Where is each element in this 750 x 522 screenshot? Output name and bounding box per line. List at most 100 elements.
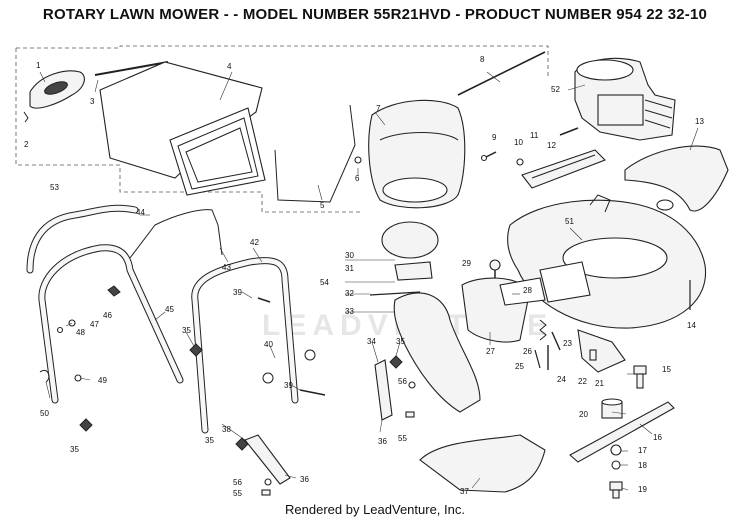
- part-38-bracket[interactable]: [244, 434, 291, 485]
- callout-48: 48: [76, 328, 85, 337]
- callout-45: 45: [165, 305, 174, 314]
- part-39-bolt-b[interactable]: [299, 389, 326, 396]
- callout-47: 47: [90, 320, 99, 329]
- callout-21: 21: [595, 379, 604, 388]
- callout-12: 12: [547, 141, 556, 150]
- part-12-plate[interactable]: [521, 149, 606, 189]
- part-17-washer[interactable]: [610, 444, 622, 456]
- callout-38: 38: [222, 425, 231, 434]
- callout-28: 28: [523, 286, 532, 295]
- leader-51: [569, 227, 583, 241]
- part-7-cover[interactable]: [368, 99, 466, 209]
- callout-44: 44: [136, 208, 145, 217]
- footer-credit: Rendered by LeadVenture, Inc.: [285, 502, 465, 517]
- part-56-washer-a[interactable]: [264, 478, 272, 486]
- part-16-blade[interactable]: [569, 401, 675, 463]
- part-29-knob[interactable]: [489, 259, 501, 278]
- part-30-cap[interactable]: [381, 221, 439, 259]
- callout-labels: 1 2 3 4 5 6 7 8 9 10 11 12 13 14 15 16 1…: [24, 55, 704, 498]
- part-34-bracket[interactable]: [374, 359, 393, 421]
- grass-catcher-outline: [15, 45, 549, 213]
- callout-6: 6: [355, 174, 360, 183]
- part-45-lower-handle[interactable]: [38, 244, 184, 404]
- callout-40: 40: [264, 340, 273, 349]
- part-43-control-bail[interactable]: [129, 209, 223, 259]
- part-39-bolt-a[interactable]: [257, 297, 271, 303]
- part-4-grass-bag[interactable]: [99, 61, 266, 196]
- callout-35-c: 35: [205, 436, 214, 445]
- callout-29: 29: [462, 259, 471, 268]
- part-46-knob[interactable]: [107, 285, 121, 297]
- callout-26: 26: [523, 347, 532, 356]
- callout-36-a: 36: [300, 475, 309, 484]
- callout-31: 31: [345, 264, 354, 273]
- callout-50: 50: [40, 409, 49, 418]
- part-1-catcher-grip[interactable]: [29, 70, 85, 109]
- part-11-bolt[interactable]: [559, 127, 579, 136]
- callout-5: 5: [320, 201, 325, 210]
- callout-55-a: 55: [233, 489, 242, 498]
- callout-9: 9: [492, 133, 497, 142]
- part-51-mower-deck[interactable]: [507, 194, 707, 329]
- part-35-knob-d[interactable]: [389, 355, 403, 369]
- callout-51: 51: [565, 217, 574, 226]
- part-15-bolt[interactable]: [633, 365, 647, 389]
- callout-32: 32: [345, 289, 354, 298]
- callout-2: 2: [24, 140, 29, 149]
- part-50-hook[interactable]: [39, 369, 50, 383]
- callout-18: 18: [638, 461, 647, 470]
- callout-3: 3: [90, 97, 95, 106]
- callout-8: 8: [480, 55, 485, 64]
- callout-10: 10: [514, 138, 523, 147]
- part-2-clip[interactable]: [23, 111, 29, 123]
- part-37-mulch-plug[interactable]: [419, 434, 546, 493]
- part-31-bracket[interactable]: [394, 261, 433, 281]
- part-22-screw[interactable]: [589, 349, 597, 361]
- callout-1: 1: [36, 61, 41, 70]
- part-20-blade-adapter[interactable]: [601, 398, 623, 419]
- part-32-rod[interactable]: [369, 291, 421, 296]
- part-40-cable-clip[interactable]: [262, 349, 316, 384]
- callout-14: 14: [687, 321, 696, 330]
- part-55-screw-a[interactable]: [261, 489, 271, 496]
- part-13-rear-guard[interactable]: [624, 145, 729, 212]
- part-33-chute[interactable]: [393, 292, 481, 413]
- callout-25: 25: [515, 362, 524, 371]
- part-18-washer[interactable]: [611, 460, 621, 470]
- part-5-catcher-frame[interactable]: [274, 104, 356, 203]
- part-8-rod[interactable]: [457, 51, 546, 96]
- part-10-washer[interactable]: [516, 158, 524, 166]
- part-44-handle-bar[interactable]: [26, 204, 139, 274]
- part-9-bolt[interactable]: [480, 151, 497, 162]
- callout-7: 7: [376, 104, 381, 113]
- callout-37: 37: [460, 487, 469, 496]
- part-26-spring[interactable]: [539, 319, 547, 341]
- callout-22: 22: [578, 377, 587, 386]
- callout-56-a: 56: [233, 478, 242, 487]
- callout-35-d: 35: [396, 337, 405, 346]
- part-25-rod[interactable]: [534, 349, 541, 369]
- part-28-deflector-door[interactable]: [499, 277, 546, 306]
- part-35-knob-b[interactable]: [79, 418, 93, 432]
- callout-30: 30: [345, 251, 354, 260]
- callout-24: 24: [557, 375, 566, 384]
- callout-54: 54: [320, 278, 329, 287]
- callout-27: 27: [486, 347, 495, 356]
- part-48-washer[interactable]: [56, 326, 64, 334]
- callout-23: 23: [563, 339, 572, 348]
- callout-20: 20: [579, 410, 588, 419]
- part-21-bracket[interactable]: [577, 329, 626, 373]
- callout-55-b: 55: [398, 434, 407, 443]
- part-42-upper-handle[interactable]: [191, 257, 299, 434]
- part-52-engine[interactable]: [574, 57, 676, 141]
- callout-35-a: 35: [182, 326, 191, 335]
- part-23-spring[interactable]: [551, 331, 561, 351]
- part-55-screw-b[interactable]: [405, 411, 415, 418]
- part-56-washer-b[interactable]: [408, 381, 416, 389]
- part-6-screw[interactable]: [354, 156, 362, 164]
- part-19-bolt[interactable]: [609, 481, 623, 499]
- part-3-rod[interactable]: [94, 61, 169, 76]
- callout-36-b: 36: [378, 437, 387, 446]
- diagram-title: ROTARY LAWN MOWER - - MODEL NUMBER 55R21…: [42, 6, 708, 23]
